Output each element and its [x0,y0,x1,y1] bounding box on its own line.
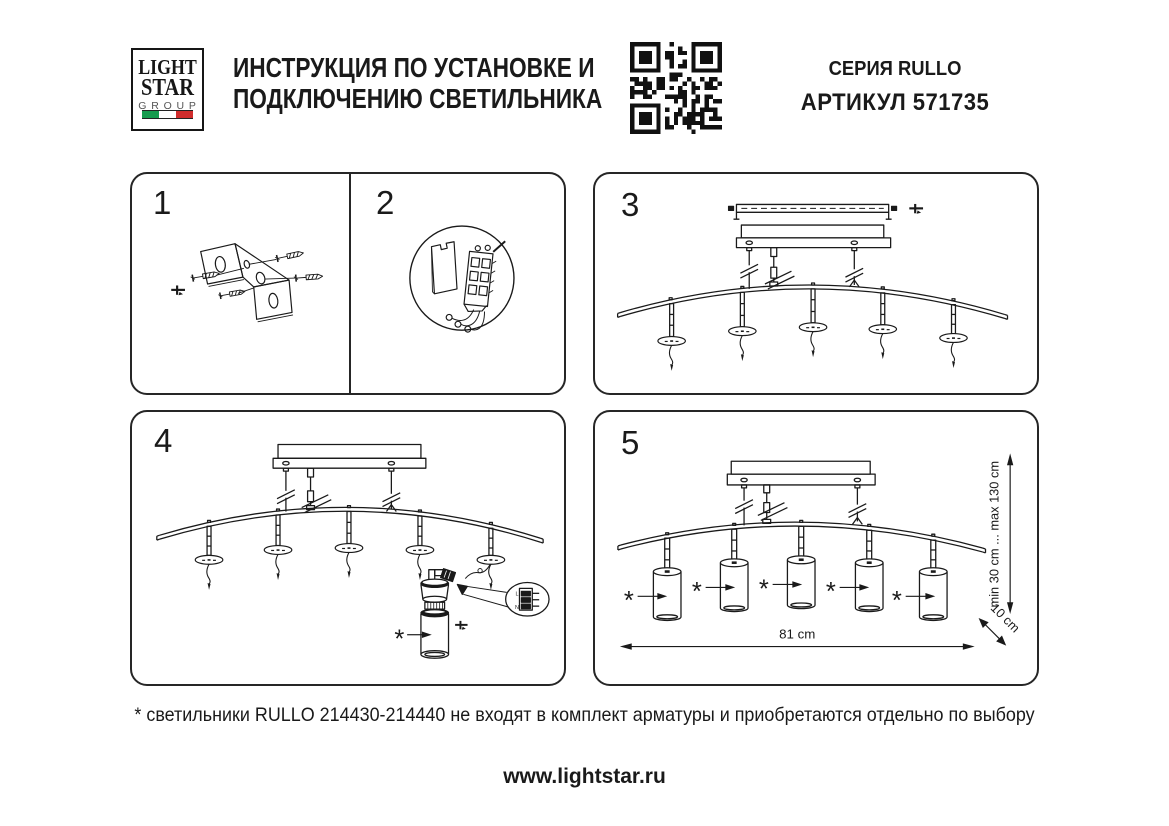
svg-text:*: * [892,587,902,615]
mounting-bracket-drawing [170,243,324,323]
step-1-number: 1 [153,184,172,221]
qr-code-icon [630,42,722,134]
dimension-width: 81 cm [619,627,975,650]
svg-text:min 30 cm ... max 130 cm: min 30 cm ... max 130 cm [986,461,1001,608]
series-label: СЕРИЯ RULLO [828,58,962,80]
svg-text:*: * [759,575,769,603]
lightstar-logo: LIGHT STAR GROUP [131,48,204,131]
article-number: АРТИКУЛ 571735 [800,89,990,116]
step-5-panel: 5 [593,410,1039,686]
lamp-connection-detail: L N * [394,564,550,659]
svg-text:*: * [624,587,634,615]
website-url: www.lightstar.ru [503,765,666,788]
svg-text:81 cm: 81 cm [779,627,815,642]
step-3-drawing [616,202,1009,372]
step-4-number: 4 [154,422,173,459]
step-4-drawing: L N * [156,443,550,659]
screw-icon [170,284,187,297]
panel-divider [349,174,351,393]
svg-text:L: L [516,591,519,597]
wiring-detail-drawing [409,225,515,333]
step-5-drawing: * * * * * 81 cm [617,453,1023,650]
italy-flag-icon [142,110,193,119]
dimension-height: min 30 cm ... max 130 cm [986,453,1014,615]
svg-text:10 cm: 10 cm [988,600,1023,635]
step-3-panel: 3 [593,172,1039,395]
product-info: СЕРИЯ RULLO АРТИКУЛ 571735 [745,58,1045,117]
step-2-number: 2 [376,184,395,221]
step-1-2-panel: 1 2 [130,172,566,395]
footnote: * светильники RULLO 214430-214440 не вхо… [134,704,1035,726]
svg-text:*: * [692,578,702,606]
svg-text:*: * [826,578,836,606]
dimension-depth: 10 cm [978,600,1023,646]
lamp-markers: * * * * * [624,575,902,615]
step-5-number: 5 [621,424,640,461]
svg-text:N: N [515,605,519,611]
logo-star-text: STAR [141,75,194,101]
step-4-panel: 4 [130,410,566,686]
step-3-number: 3 [621,186,640,223]
asterisk-marker: * [394,626,404,654]
logo-light-text: LIGHT [138,55,197,79]
step-1-2-drawing [170,225,515,333]
logo-group-text: GROUP [138,100,201,112]
